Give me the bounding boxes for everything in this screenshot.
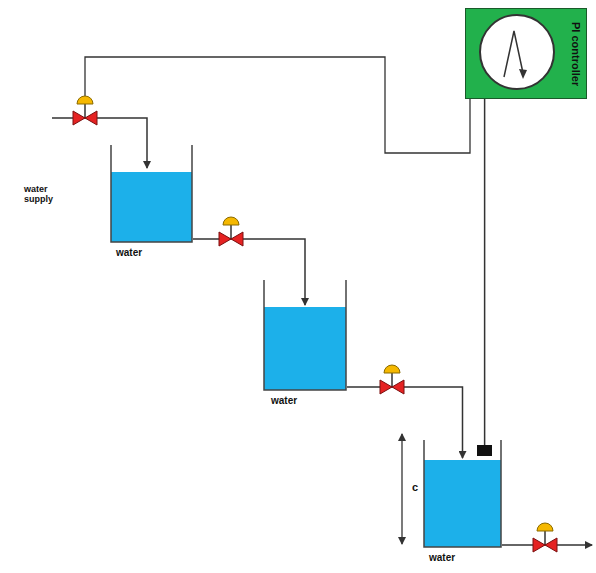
- pipe-connector: [193, 239, 305, 305]
- water-tank: water: [110, 145, 193, 259]
- control-valve: [73, 96, 97, 125]
- control-valve: [533, 523, 557, 552]
- water-tank: water: [263, 280, 347, 407]
- level-label: c: [412, 481, 418, 494]
- control-valve: [219, 217, 243, 246]
- level-sensor: [477, 445, 492, 456]
- control-wire: [85, 57, 470, 153]
- tank-label: water: [429, 552, 455, 563]
- tank-label: water: [116, 247, 142, 258]
- supply-pipe: [52, 118, 147, 168]
- controller-gauge: [466, 9, 588, 100]
- inlet-label: water supply: [24, 184, 60, 205]
- tank-body: [110, 145, 193, 243]
- tank-label: water: [271, 395, 297, 406]
- control-valve: [380, 365, 404, 394]
- pipe-connector: [347, 387, 463, 458]
- controller-box: PI controller: [465, 8, 587, 99]
- water-tank: water: [423, 440, 502, 564]
- tank-body: [263, 280, 347, 391]
- pipe-connector: [484, 99, 486, 445]
- level-arrow: [401, 434, 402, 544]
- controller-label: PI controller: [570, 22, 582, 86]
- tank-body: [423, 440, 502, 548]
